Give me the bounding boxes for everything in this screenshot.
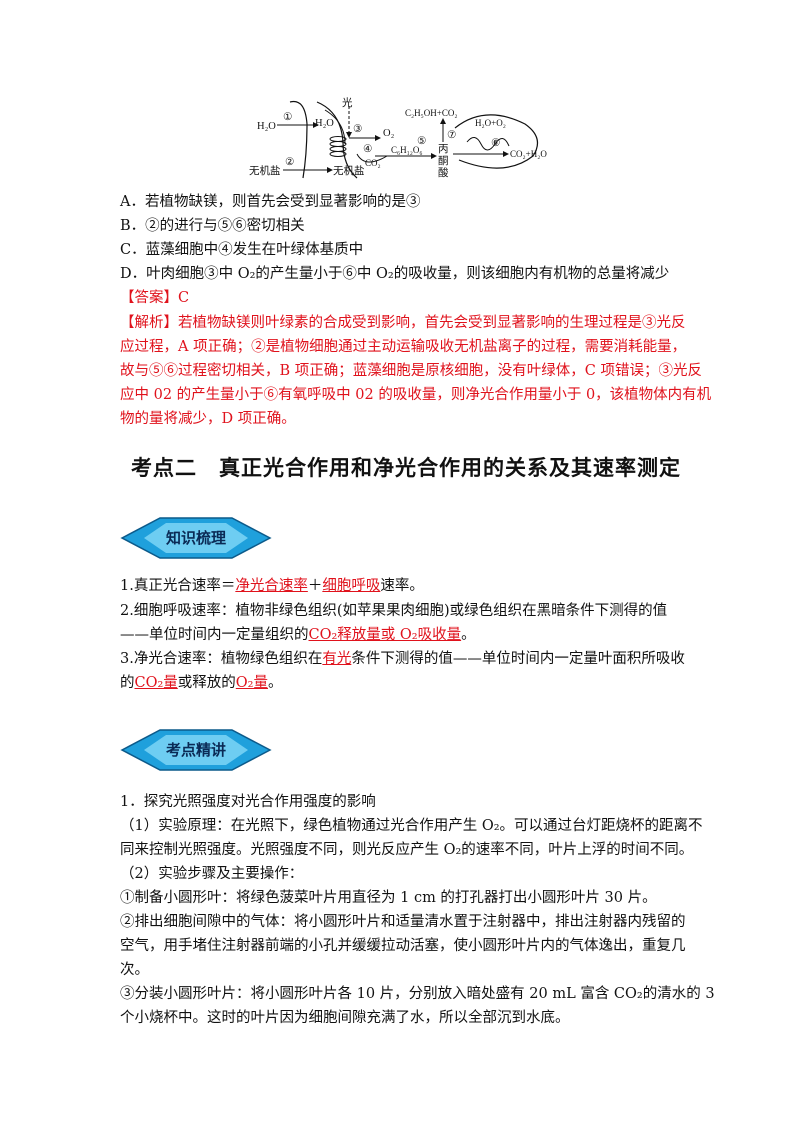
knowledge-1-e: 速率。 (380, 578, 424, 594)
knowledge-1-b: 净光合速率 (235, 578, 308, 594)
step-7-label: ⑦ (447, 129, 457, 141)
pyruvate-label-1: 丙 (438, 144, 449, 155)
step-1-label: ① (283, 111, 293, 123)
analysis-line-4: 应中 02 的产生量小于⑥有氧呼吸中 02 的吸收量，则净光合作用量小于 0，该… (120, 387, 712, 403)
knowledge-1-c: ＋ (307, 578, 323, 594)
pyruvate-label-2: 酮 (438, 155, 449, 167)
co2-h2o-label: CO₂+H₂O (510, 149, 547, 159)
option-d: D．叶肉细胞③中 O₂的产生量小于⑥中 O₂的吸收量，则该细胞内有机物的总量将减… (120, 266, 670, 282)
mitochondrion-outline (454, 114, 539, 169)
explain-line-1: 1．探究光照强度对光合作用强度的影响 (120, 794, 376, 810)
inorganic-salt-right-label: 无机盐 (333, 164, 365, 177)
badge-key-points-label: 考点精讲 (166, 741, 226, 759)
option-a: A．若植物缺镁，则首先会受到显著影响的是③ (120, 194, 421, 210)
knowledge-1-d: 细胞呼吸 (322, 578, 381, 594)
option-c: C．蓝藻细胞中④发生在叶绿体基质中 (120, 242, 364, 258)
explain-line-4: （2）实验步骤及主要操作： (120, 866, 304, 882)
section-heading: 考点二 真正光合作用和净光合作用的关系及其速率测定 (131, 456, 681, 480)
badge-knowledge-label: 知识梳理 (166, 529, 226, 547)
inorganic-salt-left-label: 无机盐 (249, 164, 281, 177)
knowledge-line-3: ——单位时间内一定量组织的CO₂释放量或 O₂吸收量。 (120, 625, 476, 645)
glucose-label: C₆H₁₂O₆ (391, 145, 423, 155)
analysis-line-3: 故与⑤⑥过程密切相关，B 项正确；蓝藻细胞是原核细胞，没有叶绿体，C 项错误；③… (120, 363, 702, 379)
badge-key-points: 考点精讲 (120, 729, 272, 771)
cell-wall-curve (289, 100, 308, 179)
knowledge-5-e: 。 (268, 675, 283, 691)
knowledge-5-b: CO₂量 (134, 675, 178, 691)
grana-stack (329, 136, 347, 157)
badge-knowledge: 知识梳理 (120, 517, 272, 559)
step-6-label: ⑥ (491, 137, 501, 149)
explain-line-6: ②排出细胞间隙中的气体：将小圆形叶片和适量清水置于注射器中，排出注射器内残留的 (120, 914, 686, 930)
knowledge-4-a: 3.净光合速率：植物绿色组织在 (120, 651, 323, 667)
answer-line: 【答案】C (120, 290, 190, 306)
pyruvate-label-3: 酸 (438, 166, 449, 179)
explain-line-7: 空气，用手堵住注射器前端的小孔并缓缓拉动活塞，使小圆形叶片内的气体逸出，重复几 (120, 938, 686, 954)
h2o-o2-label: H₂O+O₂ (475, 118, 506, 128)
knowledge-3-a: ——单位时间内一定量组织的 (120, 627, 309, 643)
step-3-label: ③ (353, 123, 363, 135)
h2o-mid-label: H₂O (315, 118, 334, 129)
explain-line-2: （1）实验原理：在光照下，绿色植物通过光合作用产生 O₂。可以通过台灯距烧杯的距… (120, 818, 703, 834)
h2o-left-label: H₂O (257, 121, 276, 132)
knowledge-5-d: O₂量 (235, 675, 268, 691)
step-5-label: ⑤ (417, 135, 427, 147)
co2-label: CO₂ (365, 158, 381, 168)
knowledge-line-2: 2.细胞呼吸速率：植物非绿色组织(如苹果果肉细胞)或绿色组织在黑暗条件下测得的值 (120, 603, 668, 619)
explain-line-8: 次。 (120, 962, 149, 978)
photosynthesis-respiration-diagram: 光 H₂O ① H₂O 无机盐 ② 无机盐 ③ O₂ ④ CO₂ C₆H₁₂O₆… (249, 96, 547, 179)
analysis-line-5: 物的量将减少，D 项正确。 (120, 411, 296, 427)
analysis-line-1: 【解析】若植物缺镁则叶绿素的合成受到影响，首先会受到显著影响的生理过程是③光反 (120, 315, 686, 331)
knowledge-3-c: 。 (461, 627, 476, 643)
knowledge-4-c: 条件下测得的值——单位时间内一定量叶面积所吸收 (351, 651, 685, 667)
knowledge-5-c: 或释放的 (177, 675, 236, 691)
ethanol-label: C₂H₅OH+CO₂ (405, 108, 458, 118)
explain-line-3: 同来控制光照强度。光照强度不同，则光反应产生 O₂的速率不同，叶片上浮的时间不同… (120, 842, 694, 858)
knowledge-line-4: 3.净光合速率：植物绿色组织在有光条件下测得的值——单位时间内一定量叶面积所吸收 (120, 649, 685, 669)
explain-line-10: 个小烧杯中。这时的叶片因为细胞间隙充满了水，所以全部沉到水底。 (120, 1010, 570, 1026)
step-4-label: ④ (363, 143, 373, 155)
o2-label: O₂ (383, 128, 395, 139)
option-b: B．②的进行与⑤⑥密切相关 (120, 218, 305, 234)
knowledge-3-b: CO₂释放量或 O₂吸收量 (308, 627, 462, 643)
light-label: 光 (342, 96, 353, 109)
analysis-line-2: 应过程，A 项正确；②是植物细胞通过主动运输吸收无机盐离子的过程，需要消耗能量， (120, 339, 687, 355)
knowledge-1-a: 1.真正光合速率＝ (120, 578, 236, 594)
knowledge-5-a: 的 (120, 675, 135, 691)
knowledge-4-b: 有光 (322, 651, 352, 667)
explain-line-9: ③分装小圆形叶片：将小圆形叶片各 10 片，分别放入暗处盛有 20 mL 富含 … (120, 986, 715, 1002)
knowledge-line-1: 1.真正光合速率＝净光合速率＋细胞呼吸速率。 (120, 576, 424, 596)
explain-line-5: ①制备小圆形叶：将绿色菠菜叶片用直径为 1 cm 的打孔器打出小圆形叶片 30 … (120, 890, 657, 906)
knowledge-line-5: 的CO₂量或释放的O₂量。 (120, 673, 283, 693)
step-2-label: ② (285, 156, 295, 168)
